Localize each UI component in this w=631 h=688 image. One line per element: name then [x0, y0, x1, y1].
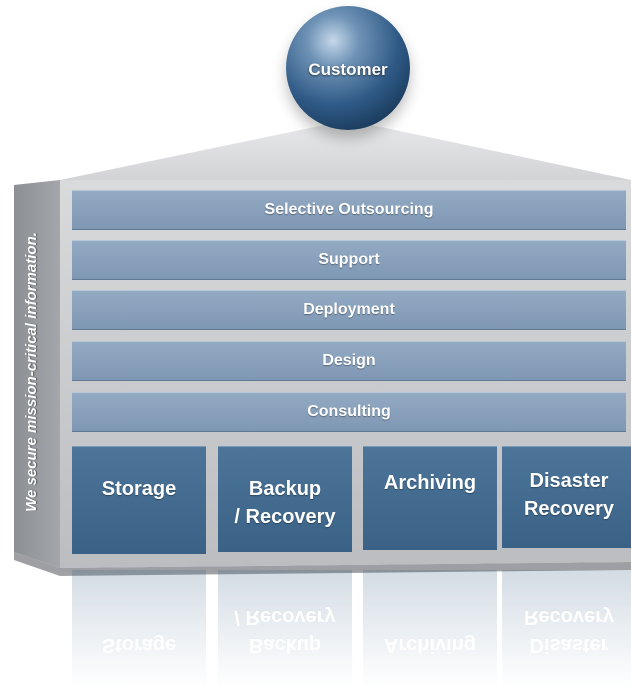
layer-support: Support [72, 240, 626, 280]
block-disaster-line2: Recovery [523, 498, 615, 520]
block-disaster-line1: Disaster [529, 470, 609, 492]
box-side [14, 180, 60, 568]
block-backup-line2: / Recovery [234, 506, 336, 528]
block-storage: Storage [72, 446, 206, 554]
layer-consulting: Consulting [72, 392, 626, 432]
layer-selective-outsourcing: Selective Outsourcing [72, 190, 626, 230]
block-backup-line1: Backup [248, 478, 322, 500]
layer-design: Design [72, 341, 626, 381]
block-archiving-line1: Archiving [383, 472, 477, 494]
box-roof [60, 120, 631, 186]
customer-sphere: Customer [286, 6, 410, 130]
side-tagline: We secure mission-critical information. [23, 232, 40, 512]
block-archiving: Archiving [363, 446, 497, 550]
block-backup-recovery: Backup / Recovery [218, 446, 352, 552]
block-storage-line1: Storage [101, 478, 177, 500]
block-disaster-recovery: Disaster Recovery [502, 446, 631, 548]
layer-deployment: Deployment [72, 290, 626, 330]
customer-label: Customer [308, 60, 388, 79]
